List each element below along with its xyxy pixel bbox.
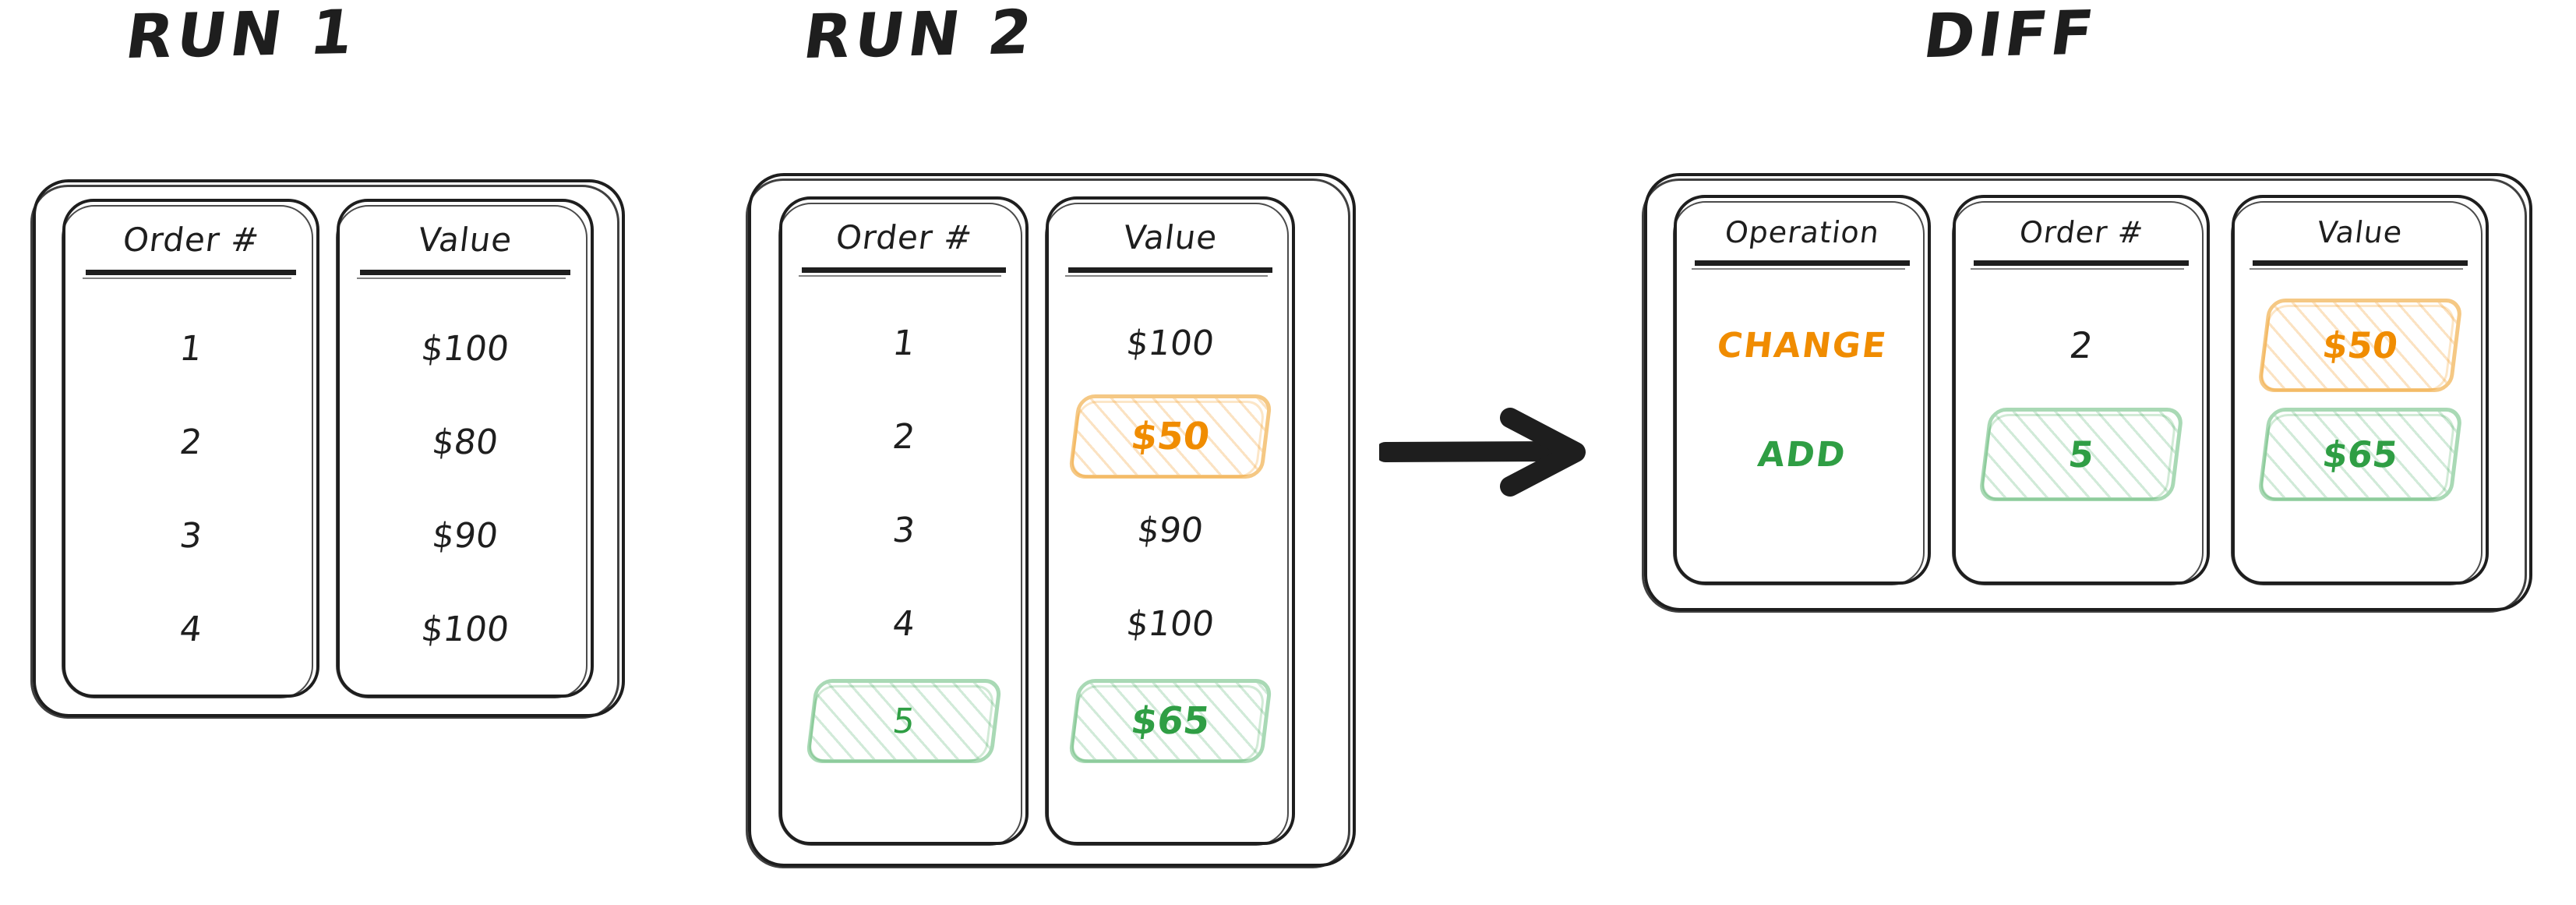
header-rule	[1971, 260, 2189, 270]
header-rule	[799, 267, 1006, 277]
table-cell: 1	[177, 328, 205, 369]
header-rule	[1692, 260, 1910, 270]
table-cell-highlighted: 5	[776, 670, 1032, 772]
table-cell-highlighted: $50	[1043, 390, 1298, 483]
table-cell: $100	[1124, 323, 1217, 363]
column-header-order: Order #	[2017, 215, 2146, 249]
panel-title-diff: DIFF	[1919, 0, 2101, 72]
table-cell: 3	[890, 510, 918, 550]
highlight-chip-green: 5	[805, 679, 1003, 763]
highlight-chip-green: $65	[1067, 679, 1273, 763]
column-header-value: Value	[2315, 215, 2405, 249]
table-cell-highlighted: 5	[1949, 400, 2213, 509]
column-header-order: Order #	[120, 221, 262, 259]
table-cell-highlighted: $50	[2228, 291, 2492, 400]
table-cell: 4	[890, 603, 918, 644]
table-cell: 3	[177, 515, 205, 556]
table-cell: 2	[890, 416, 918, 457]
table-cell: 4	[177, 609, 205, 649]
cell-list: CHANGE ADD	[1677, 291, 1928, 509]
right-arrow-icon	[1375, 405, 1597, 499]
table-cell: 2	[177, 422, 205, 462]
table-cell: $90	[1134, 510, 1206, 550]
column-header-value: Value	[1120, 218, 1220, 256]
panel-title-run-1: RUN 1	[121, 0, 362, 73]
diff-column-operation: Operation CHANGE ADD	[1673, 195, 1931, 585]
highlight-chip-orange: $50	[1067, 394, 1273, 479]
highlight-chip-green: $65	[2257, 408, 2464, 501]
table-cell: $100	[1124, 603, 1217, 644]
cell-list: 2 5	[1956, 291, 2207, 509]
table-cell: 2	[2067, 324, 2095, 366]
table-cell-operation-add: ADD	[1756, 434, 1849, 475]
cell-list: 1 2 3 4	[65, 302, 316, 676]
run-2-column-value: Value $100 $50 $90 $100 $65	[1045, 196, 1295, 846]
diff-column-value: Value $50 $65	[2231, 195, 2489, 585]
highlight-chip-green: 5	[1978, 408, 2185, 501]
panel-title-run-2: RUN 2	[799, 0, 1040, 73]
table-cell: $90	[429, 515, 501, 556]
cell-list: $50 $65	[2235, 291, 2486, 509]
cell-list: $100 $50 $90 $100 $65	[1049, 296, 1292, 772]
table-cell-highlighted: $65	[2228, 400, 2492, 509]
run-1-column-value: Value $100 $80 $90 $100	[336, 199, 594, 698]
table-cell: 1	[890, 323, 918, 363]
table-cell: $100	[418, 609, 512, 649]
cell-list: $100 $80 $90 $100	[340, 302, 591, 676]
header-rule	[83, 270, 296, 279]
run-2-column-order: Order # 1 2 3 4 5	[778, 196, 1029, 846]
cell-list: 1 2 3 4 5	[782, 296, 1025, 772]
table-cell: $100	[418, 328, 512, 369]
column-header-order: Order #	[833, 218, 975, 256]
header-rule	[357, 270, 570, 279]
highlight-chip-orange: $50	[2257, 299, 2464, 392]
column-header-value: Value	[415, 221, 515, 259]
diff-column-order: Order # 2 5	[1952, 195, 2210, 585]
table-cell-operation-change: CHANGE	[1714, 325, 1890, 366]
column-header-operation: Operation	[1723, 215, 1882, 249]
run-1-column-order: Order # 1 2 3 4	[62, 199, 319, 698]
table-cell-highlighted: $65	[1043, 670, 1298, 772]
header-rule	[1065, 267, 1272, 277]
table-cell: $80	[429, 422, 501, 462]
header-rule	[2250, 260, 2468, 270]
